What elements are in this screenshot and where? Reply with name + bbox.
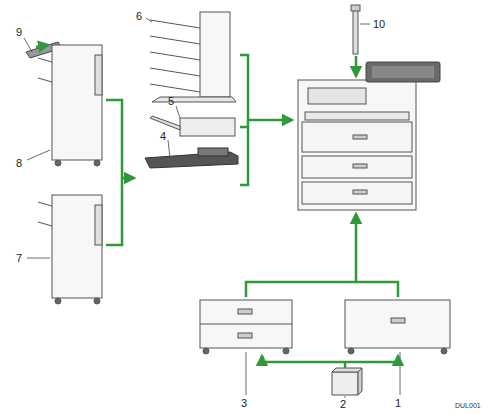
callout-number: 2: [340, 398, 346, 410]
callout-number: 4: [160, 130, 166, 142]
callout-number: 3: [241, 397, 247, 409]
callout-number: 8: [16, 157, 22, 169]
callout-number: 6: [136, 10, 142, 22]
callout-number: 9: [16, 26, 22, 38]
callout-number: 5: [168, 95, 174, 107]
figure-code: DUL001: [455, 400, 481, 412]
callout-number: 1: [395, 397, 401, 409]
callout-number: 7: [16, 252, 22, 264]
callout-number: 10: [373, 18, 385, 30]
